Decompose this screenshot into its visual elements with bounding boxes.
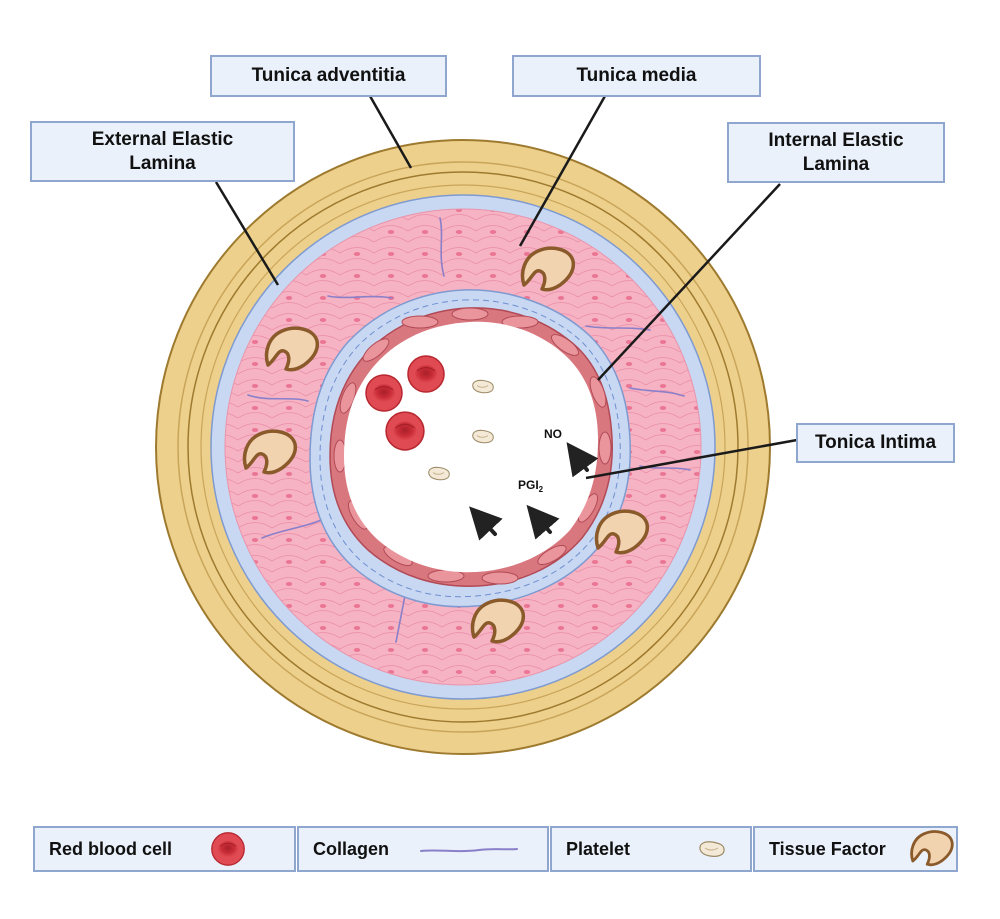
- legend-label: Tissue Factor: [769, 839, 886, 859]
- red-blood-cell-icon: [211, 832, 245, 866]
- tunica-media-label: Tunica media: [512, 55, 761, 97]
- release-arrows: [469, 442, 599, 541]
- tunica-adventitia-label: Tunica adventitia: [210, 55, 447, 97]
- legend-label: Red blood cell: [49, 839, 173, 859]
- legend-label: Platelet: [566, 839, 631, 859]
- legend-item-red-blood-cell: Red blood cell: [33, 826, 296, 872]
- pgi2-label: PGI2: [518, 478, 544, 494]
- tonica-intima-label: Tonica Intima: [796, 423, 955, 463]
- external-elastic-lamina-label: External Elastic Lamina: [30, 121, 295, 182]
- collagen-strands: [247, 217, 691, 643]
- legend-label: Collagen: [313, 839, 390, 859]
- lumen: [344, 321, 598, 573]
- legend-item-platelet: Platelet: [550, 826, 752, 872]
- tissue-factor-icon: [910, 830, 954, 867]
- leader-lines: [214, 95, 798, 480]
- collagen-icon: [420, 848, 518, 853]
- platelet-icon: [699, 841, 725, 857]
- tunica-intima-layer: [329, 307, 613, 587]
- legend-item-tissue-factor: Tissue Factor: [753, 826, 958, 872]
- internal-elastic-lamina-label: Internal Elastic Lamina: [727, 122, 945, 183]
- legend-item-collagen: Collagen: [297, 826, 549, 872]
- no-label: NO: [544, 427, 562, 441]
